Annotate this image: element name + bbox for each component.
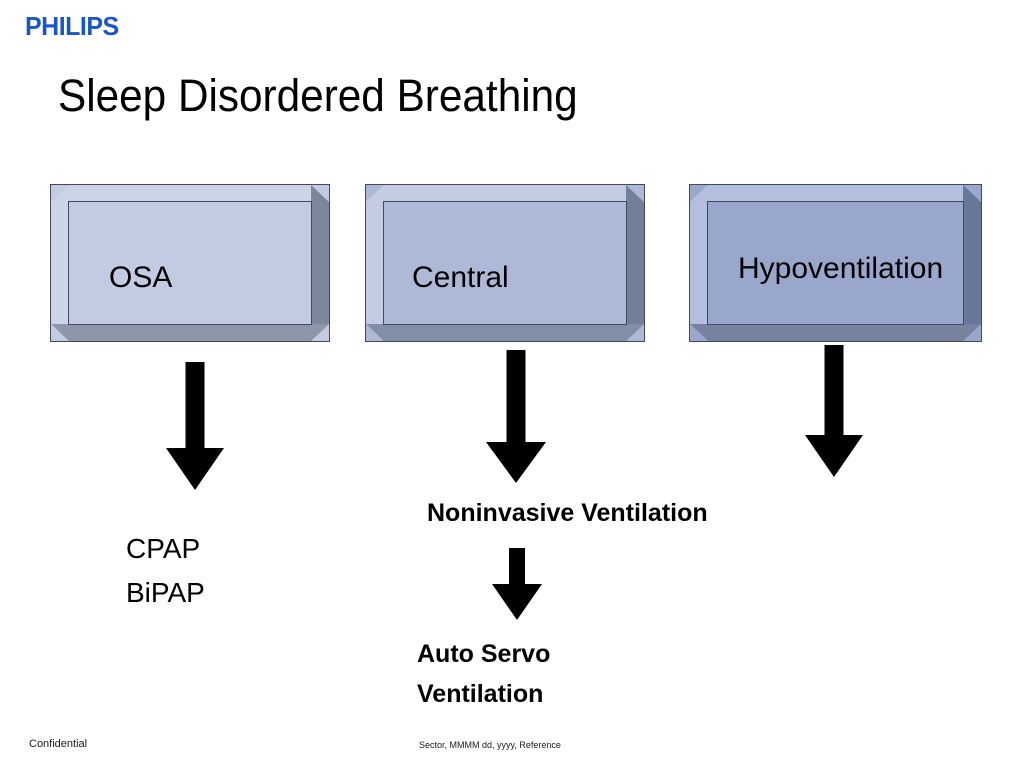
box-inner-osa: OSA bbox=[68, 201, 312, 325]
bevel-bottom bbox=[51, 324, 329, 341]
box-inner-central: Central bbox=[383, 201, 627, 325]
box-label-osa: OSA bbox=[109, 261, 173, 294]
footer-reference: Sector, MMMM dd, yyyy, Reference bbox=[419, 740, 561, 750]
diagram-box-central[interactable]: Central bbox=[365, 184, 645, 342]
bevel-left bbox=[366, 185, 384, 341]
arrow-shaft bbox=[506, 350, 526, 442]
bevel-left bbox=[51, 185, 69, 341]
arrow-shaft bbox=[509, 548, 525, 584]
page-title: Sleep Disordered Breathing bbox=[58, 70, 578, 121]
noninvasive-ventilation-label: Noninvasive Ventilation bbox=[427, 499, 708, 527]
arrow-head bbox=[166, 448, 224, 490]
box-label-hypoventilation: Hypoventilation bbox=[738, 252, 944, 285]
arrow-osa-to-therapy bbox=[166, 362, 224, 490]
arrow-head bbox=[805, 435, 863, 477]
arrow-niv-to-asv bbox=[492, 548, 542, 620]
diagram-box-hypoventilation[interactable]: Hypoventilation bbox=[689, 184, 982, 342]
bevel-top bbox=[51, 185, 329, 202]
arrow-shaft bbox=[185, 362, 205, 448]
auto-servo-ventilation-label: Auto Servo Ventilation bbox=[417, 640, 551, 708]
arrow-head bbox=[486, 442, 546, 483]
therapy-list-label: CPAP BiPAP bbox=[126, 533, 205, 608]
footer-confidential: Confidential bbox=[29, 738, 88, 750]
philips-logo: PHILIPS bbox=[25, 11, 119, 41]
box-inner-hypoventilation: Hypoventilation bbox=[707, 201, 964, 325]
box-label-central: Central bbox=[412, 261, 509, 294]
bevel-right bbox=[626, 185, 644, 341]
bevel-bottom bbox=[366, 324, 644, 341]
arrow-shaft bbox=[824, 345, 844, 435]
bevel-left bbox=[690, 185, 708, 341]
bevel-bottom bbox=[690, 324, 981, 341]
arrow-central-to-niv bbox=[486, 350, 546, 483]
diagram-box-osa[interactable]: OSA bbox=[50, 184, 330, 342]
bevel-right bbox=[963, 185, 981, 341]
arrow-hypoventilation-to-niv bbox=[805, 345, 863, 477]
bevel-top bbox=[366, 185, 644, 202]
bevel-top bbox=[690, 185, 981, 202]
bevel-right bbox=[311, 185, 329, 341]
arrow-head bbox=[492, 584, 542, 620]
